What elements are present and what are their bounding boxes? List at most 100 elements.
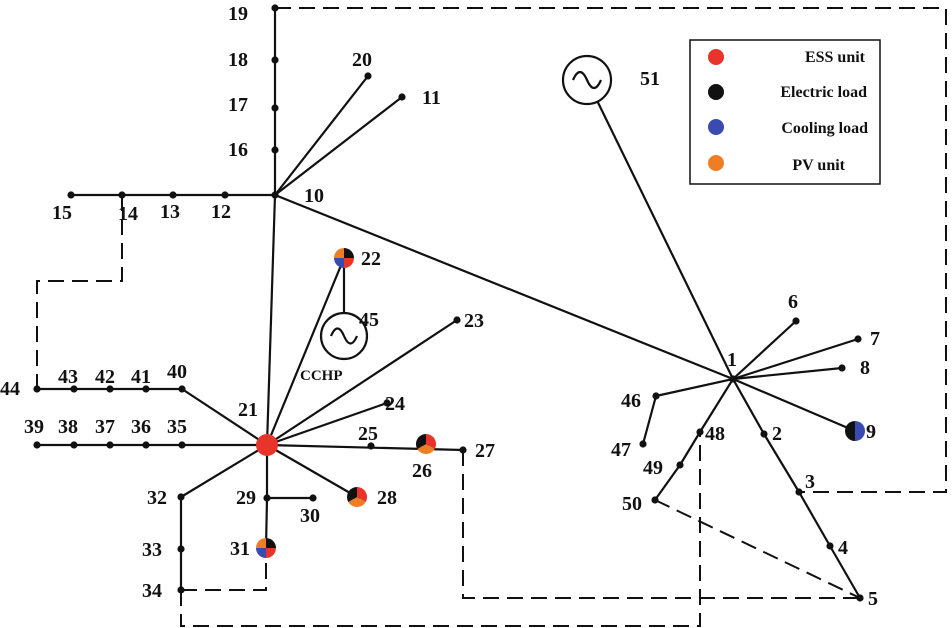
branch-21-40 (181, 388, 268, 446)
node-label-44: 44 (0, 378, 20, 400)
node-label-1: 1 (727, 349, 737, 371)
branch-51-1 (586, 79, 734, 380)
node-label-50: 50 (622, 493, 642, 515)
node-label-9: 9 (866, 421, 876, 443)
node-37 (106, 441, 114, 449)
branch-10-21 (265, 194, 277, 446)
node-38 (70, 441, 78, 449)
resource-marker-31 (256, 538, 276, 558)
branch-10-11 (274, 96, 403, 196)
node-42 (106, 385, 114, 393)
node-25 (367, 442, 375, 450)
resource-slice-electric_load (344, 248, 354, 258)
node-27 (459, 446, 467, 454)
tie-line-27-5 (462, 450, 860, 599)
node-label-41: 41 (131, 366, 151, 388)
node-36 (142, 441, 150, 449)
main-grid-source: 51 (561, 54, 660, 106)
node-17 (271, 104, 279, 112)
resource-marker-26 (416, 434, 436, 454)
node-16 (271, 146, 279, 154)
node-30 (309, 494, 317, 502)
resource-slice-ess (344, 258, 354, 268)
node-40 (178, 385, 186, 393)
branch-46-47 (641, 395, 658, 445)
node-label-36: 36 (131, 416, 151, 438)
node-label-15: 15 (52, 202, 72, 224)
resource-slice-cooling_load (256, 548, 266, 558)
legend-label-cooling-load: Cooling load (781, 120, 868, 137)
node-label-30: 30 (300, 505, 320, 527)
node-label-46: 46 (621, 390, 641, 412)
branch-3-4 (798, 491, 831, 547)
node-label-43: 43 (58, 366, 78, 388)
branch-2-3 (763, 433, 800, 493)
node-label-34: 34 (142, 580, 162, 602)
resource-slice-electric_load (845, 421, 855, 441)
node-label-11: 11 (422, 87, 441, 109)
cchp-caption: CCHP (300, 368, 343, 384)
resource-slice-ess (426, 434, 436, 449)
node-label-40: 40 (167, 361, 187, 383)
node-50 (651, 496, 659, 504)
node-label-3: 3 (805, 471, 815, 493)
branch-4-5 (829, 545, 861, 599)
node-23 (453, 316, 461, 324)
node-20 (364, 72, 372, 80)
node-label-8: 8 (860, 357, 870, 379)
cchp-unit: 45 CCHP (300, 309, 379, 384)
node-6 (792, 317, 800, 325)
branch-21-23 (266, 319, 458, 446)
branch-10-20 (274, 75, 369, 196)
node-10 (271, 191, 279, 199)
branch-1-48 (699, 378, 734, 433)
resource-slice-electric_load (347, 487, 357, 502)
legend-swatch-pv (708, 155, 724, 171)
legend-label-pv: PV unit (792, 157, 845, 174)
resource-slice-pv (417, 444, 435, 454)
node-label-17: 17 (228, 94, 248, 116)
node-label-6: 6 (788, 291, 798, 313)
node-19 (271, 4, 279, 12)
node-41 (142, 385, 150, 393)
node-label-38: 38 (58, 416, 78, 438)
node-label-18: 18 (228, 49, 248, 71)
node-label-29: 29 (236, 487, 256, 509)
node-label-35: 35 (167, 416, 187, 438)
tie-line-50-5 (654, 499, 861, 599)
node-label-23: 23 (464, 310, 484, 332)
legend-item-cooling-load: Cooling load (708, 119, 868, 137)
node-5 (856, 594, 864, 602)
branch-21-24 (266, 401, 388, 447)
branch-21-22 (265, 257, 346, 446)
branch-1-9 (732, 377, 856, 433)
node-label-42: 42 (95, 366, 115, 388)
ac-sine-icon (571, 70, 603, 90)
node-label-37: 37 (95, 416, 115, 438)
node-label-14: 14 (118, 203, 138, 225)
node-label-13: 13 (160, 201, 180, 223)
resource-marker-21 (256, 434, 278, 456)
node-15 (67, 191, 75, 199)
branch-21-28 (266, 444, 358, 498)
node-label-16: 16 (228, 139, 248, 161)
tie-lines (36, 7, 947, 627)
node-label-47: 47 (611, 439, 631, 461)
resource-marker-28 (347, 487, 367, 507)
node-label-20: 20 (352, 49, 372, 71)
legend-item-ess: ESS unit (708, 49, 866, 66)
node-label-28: 28 (377, 487, 397, 509)
resource-markers (256, 248, 865, 558)
node-label-22: 22 (361, 248, 381, 270)
node-24 (383, 399, 391, 407)
node-4 (826, 542, 834, 550)
node-33 (177, 545, 185, 553)
node-43 (70, 385, 78, 393)
node-7 (854, 335, 862, 343)
resource-marker-22 (334, 248, 354, 268)
legend-swatch-ess (708, 49, 724, 65)
legend: ESS unit Electric load Cooling load PV u… (689, 39, 881, 185)
node-label-4: 4 (838, 537, 848, 559)
node-label-10: 10 (304, 185, 324, 207)
